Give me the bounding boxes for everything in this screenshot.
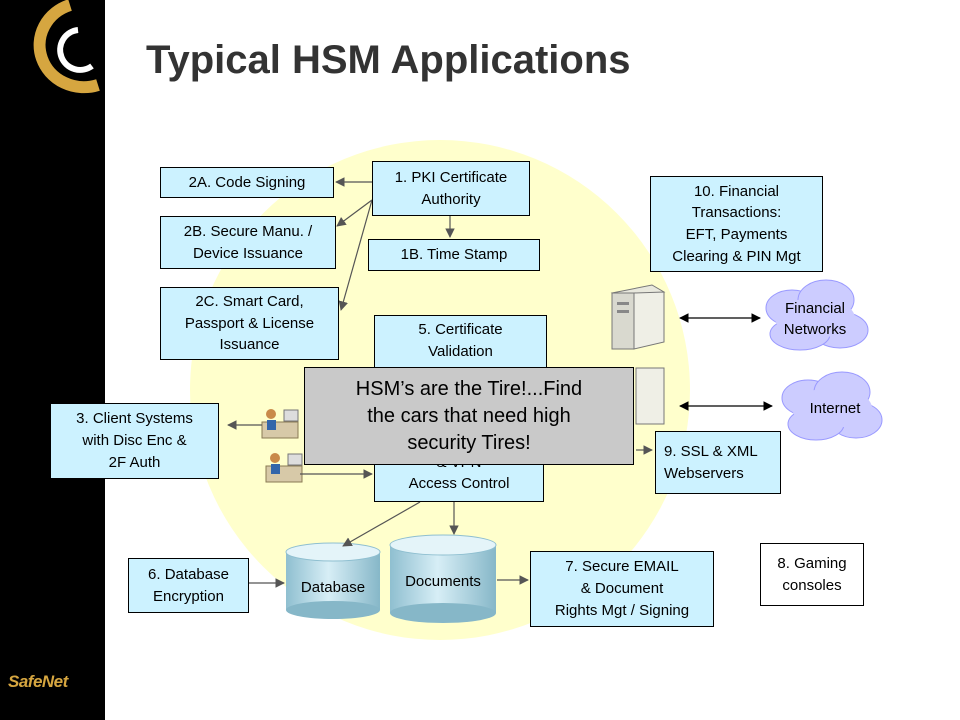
user-workstation-icon: [265, 453, 303, 483]
internet-cloud: [781, 371, 883, 441]
code-signing-box: 2A. Code Signing: [160, 167, 334, 198]
database-cylinder: [285, 542, 381, 619]
secure-email-box: 7. Secure EMAIL & Document Rights Mgt / …: [530, 551, 714, 627]
user-workstation-icon: [261, 409, 299, 439]
financial-networks-label: Financial Networks: [783, 300, 847, 338]
secure-manu-box: 2B. Secure Manu. / Device Issuance: [160, 216, 336, 269]
arrow-vpn-to-database: [342, 501, 421, 547]
documents-cylinder: [389, 534, 497, 623]
webservers-box: 9. SSL & XML Webservers: [655, 431, 781, 494]
connector-lines: [227, 177, 653, 588]
financial-transactions-box: 10. Financial Transactions: EFT, Payment…: [650, 176, 823, 272]
page-title: Typical HSM Applications: [146, 38, 631, 82]
smart-card-box: 2C. Smart Card, Passport & License Issua…: [160, 287, 339, 360]
documents-label: Documents: [405, 573, 481, 590]
pki-certificate-authority-box: 1. PKI Certificate Authority: [372, 161, 530, 216]
gaming-consoles-box: 8. Gaming consoles: [760, 543, 864, 606]
database-encryption-box: 6. Database Encryption: [128, 558, 249, 613]
network-links: [679, 313, 773, 411]
certificate-validation-box: 5. Certificate Validation: [374, 315, 547, 371]
time-stamp-box: 1B. Time Stamp: [368, 239, 540, 271]
server-icon: [635, 367, 665, 425]
internet-label: Internet: [809, 400, 861, 417]
hsm-tire-callout: HSM’s are the Tire!...Find the cars that…: [304, 367, 634, 465]
sidebar-stripe: [0, 0, 105, 720]
financial-networks-cloud: [765, 279, 869, 351]
safenet-logo: SafeNet: [8, 672, 68, 691]
corner-logo-icon: [33, 0, 100, 94]
database-label: Database: [300, 579, 366, 596]
server-icon: [610, 284, 666, 350]
arrow-pki-to-smart-card: [338, 199, 373, 311]
client-systems-box: 3. Client Systems with Disc Enc & 2F Aut…: [50, 403, 219, 479]
arrow-pki-to-secure-manu: [336, 199, 373, 227]
